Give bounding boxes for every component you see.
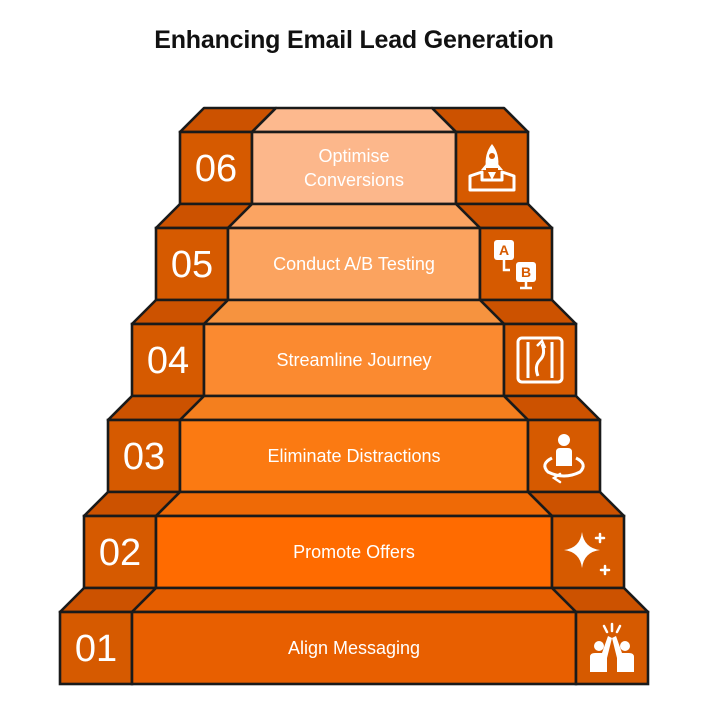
step-number: 02 bbox=[99, 532, 141, 574]
step-label: Promote Offers bbox=[293, 542, 415, 562]
step-top-surface bbox=[154, 490, 554, 518]
rocket-launch-icon bbox=[468, 144, 516, 192]
step-label: Conversions bbox=[304, 170, 404, 190]
step-label: Optimise bbox=[318, 146, 389, 166]
ab-test-icon: AB bbox=[494, 240, 536, 290]
page-title: Enhancing Email Lead Generation bbox=[154, 26, 554, 54]
step-top-surface bbox=[250, 106, 458, 134]
number-block bbox=[82, 514, 158, 590]
step-03: 03 Eliminate Distractions bbox=[106, 394, 602, 494]
step-face bbox=[226, 226, 482, 302]
sparkle-icon bbox=[564, 532, 611, 576]
step-01: 01 Align Messaging bbox=[58, 586, 650, 686]
step-04: 04 Streamline Journey bbox=[130, 298, 578, 398]
step-top-surface bbox=[202, 298, 506, 326]
step-face bbox=[202, 322, 506, 398]
step-02: 02 Promote Offers bbox=[82, 490, 626, 590]
step-face bbox=[178, 418, 530, 494]
step-top-surface bbox=[130, 586, 578, 614]
step-face bbox=[250, 130, 458, 206]
step-label: Align Messaging bbox=[288, 638, 420, 658]
step-label: Eliminate Distractions bbox=[267, 446, 440, 466]
svg-text:A: A bbox=[499, 242, 509, 258]
road-path-icon bbox=[516, 336, 564, 384]
step-number: 05 bbox=[171, 244, 213, 286]
step-top-surface bbox=[178, 394, 530, 422]
step-label: Streamline Journey bbox=[276, 350, 431, 370]
step-label: Conduct A/B Testing bbox=[273, 254, 435, 274]
step-face bbox=[130, 610, 578, 686]
person-focus-icon bbox=[543, 434, 585, 484]
icon-block bbox=[478, 226, 554, 302]
high-five-icon bbox=[590, 622, 634, 672]
step-number: 04 bbox=[147, 340, 189, 382]
step-05: 05 Conduct A/B Testing AB bbox=[154, 202, 554, 302]
step-number: 03 bbox=[123, 436, 165, 478]
step-top-surface bbox=[226, 202, 482, 230]
step-number: 06 bbox=[195, 148, 237, 190]
step-face bbox=[154, 514, 554, 590]
svg-text:B: B bbox=[521, 264, 531, 280]
step-number: 01 bbox=[75, 628, 117, 670]
